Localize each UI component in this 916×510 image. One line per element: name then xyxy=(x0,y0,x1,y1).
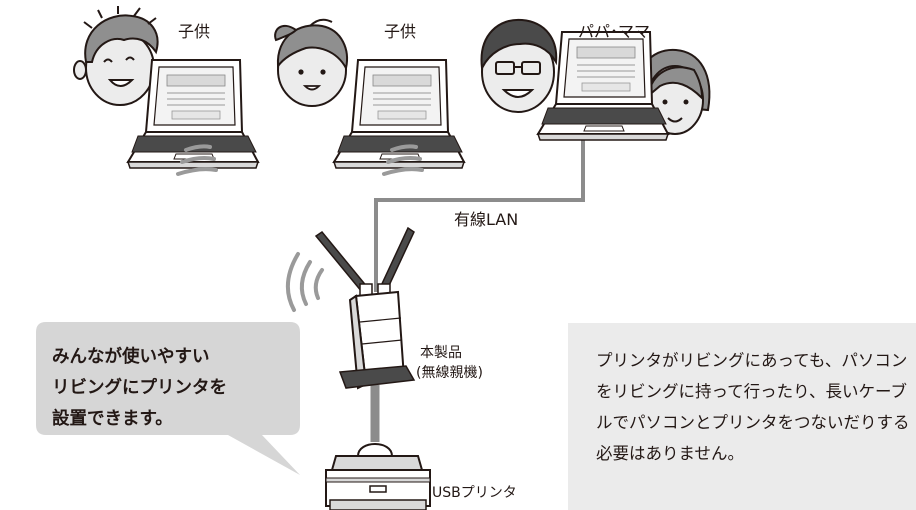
laptop-icon xyxy=(333,59,465,169)
printer-label: USBプリンタ xyxy=(432,485,517,501)
wired-lan-cable xyxy=(374,128,585,292)
child1-label: 子供 xyxy=(178,22,211,41)
child2-label: 子供 xyxy=(384,22,417,41)
callout-line: 設置できます。 xyxy=(52,409,173,429)
note-text: プリンタがリビングにあっても、パソコンをリビングに持って行ったり、長いケーブルで… xyxy=(596,351,910,463)
printer-icon xyxy=(325,443,431,510)
parents-label: パパ･ママ xyxy=(578,22,651,41)
note-box: プリンタがリビングにあっても、パソコンをリビングに持って行ったり、長いケーブルで… xyxy=(568,323,916,510)
mother-face-icon xyxy=(637,48,711,135)
speech-bubble xyxy=(36,322,300,475)
father-face-icon xyxy=(480,18,558,113)
wifi-waves-icon xyxy=(286,252,324,312)
device-subtitle: (無線親機) xyxy=(416,365,483,381)
callout-text: みんなが使いやすい リビングにプリンタを 設置できます。 xyxy=(52,342,282,435)
laptop-icon xyxy=(537,31,669,141)
wired-lan-label: 有線LAN xyxy=(454,210,519,229)
device-name: 本製品 xyxy=(420,345,462,361)
callout-line: リビングにプリンタを xyxy=(52,378,227,398)
callout-line: みんなが使いやすい xyxy=(52,347,210,367)
girl-face-icon xyxy=(274,18,348,107)
boy-face-icon xyxy=(73,6,159,106)
router-icon xyxy=(314,226,416,390)
